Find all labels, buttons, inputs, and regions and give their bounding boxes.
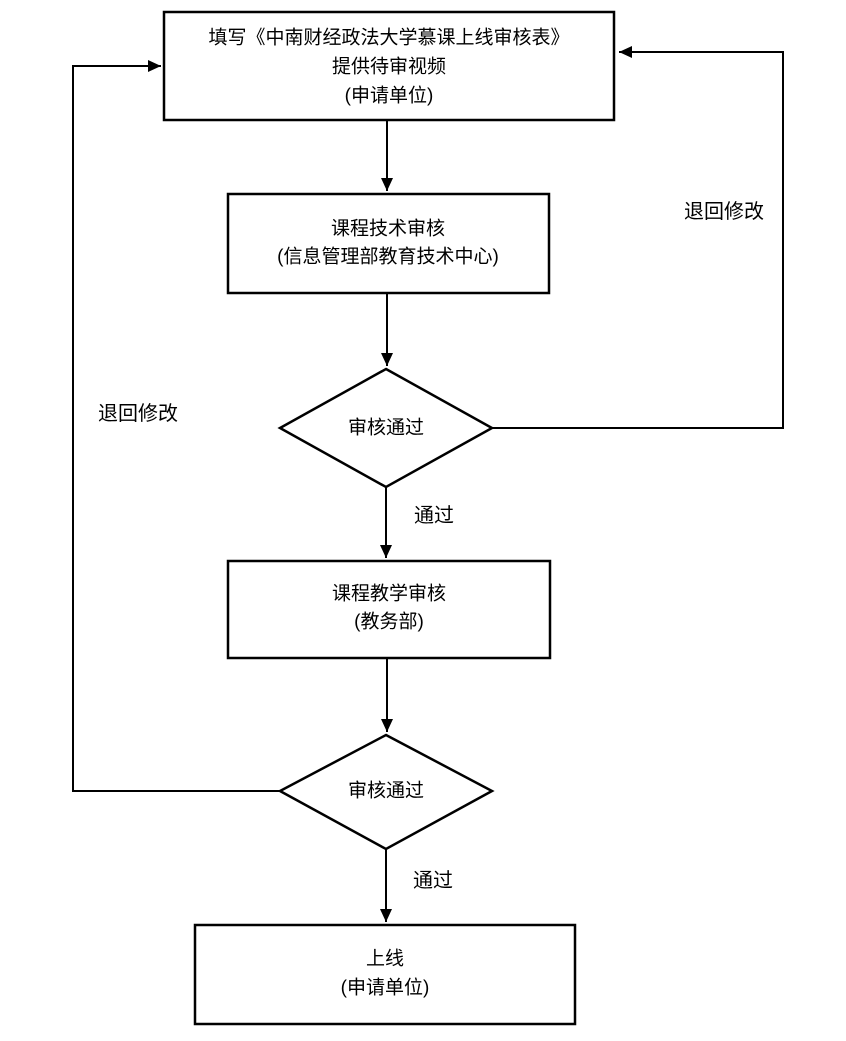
- node-tech-review-box: [226, 192, 551, 295]
- edge-label-teach-return: 退回修改: [98, 402, 178, 425]
- node-tech-decision-label: 审核通过: [348, 417, 424, 439]
- node-apply-box: [162, 10, 616, 122]
- edge-label-tech-pass: 通过: [414, 504, 454, 527]
- node-online: 上线 (申请单位): [193, 923, 577, 1026]
- node-apply-line3: (申请单位): [345, 85, 434, 107]
- node-teach-decision-label: 审核通过: [348, 780, 424, 802]
- edge-tech-return-line: [492, 46, 784, 429]
- edge-teach-return-line: [72, 60, 280, 792]
- node-teach-review: 课程教学审核 (教务部): [226, 559, 552, 660]
- node-teach-decision: 审核通过: [277, 733, 495, 851]
- node-apply-line2: 提供待审视频: [332, 56, 446, 78]
- node-online-box: [193, 923, 577, 1026]
- node-apply-line1: 填写《中南财经政法大学慕课上线审核表》: [208, 27, 569, 49]
- node-tech-review-line2: (信息管理部教育技术中心): [277, 246, 499, 268]
- node-tech-decision: 审核通过: [277, 367, 495, 489]
- node-teach-review-box: [226, 559, 552, 660]
- node-online-line2: (申请单位): [341, 977, 430, 999]
- node-teach-review-line2: (教务部): [354, 611, 424, 633]
- node-tech-review: 课程技术审核 (信息管理部教育技术中心): [226, 192, 551, 295]
- node-online-line1: 上线: [366, 948, 404, 970]
- node-tech-review-line1: 课程技术审核: [331, 218, 445, 240]
- edge-label-tech-return: 退回修改: [684, 200, 764, 223]
- node-teach-decision-diamond: [277, 733, 495, 851]
- edge-label-teach-pass: 通过: [413, 869, 453, 892]
- node-tech-decision-diamond: [277, 367, 495, 489]
- node-apply: 填写《中南财经政法大学慕课上线审核表》 提供待审视频 (申请单位): [162, 10, 616, 122]
- node-teach-review-line1: 课程教学审核: [332, 583, 446, 605]
